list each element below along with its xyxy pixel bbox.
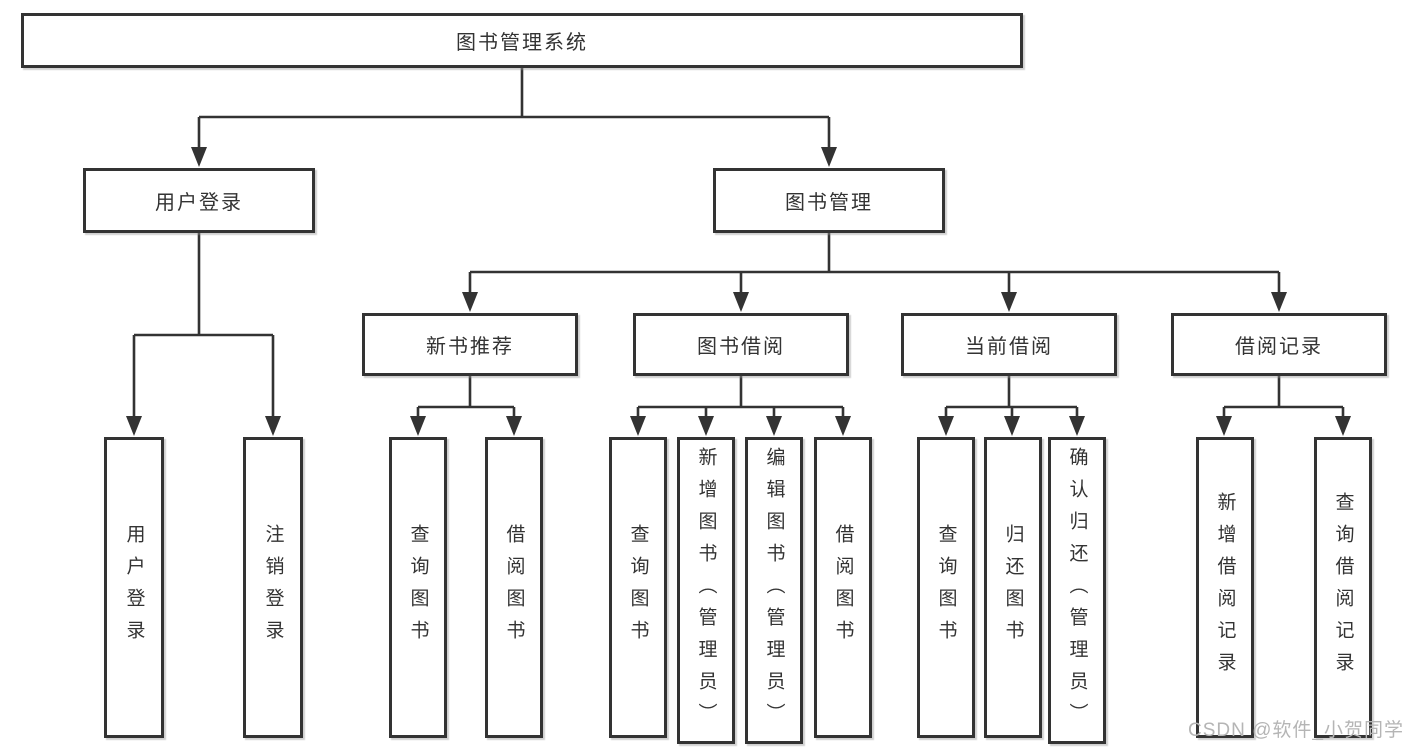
node-book-management-label: 图书管理: [785, 192, 873, 214]
leaf-newbook-borrow-book: 借阅图书: [485, 437, 543, 738]
leaf-user-login-label: 用户登录: [123, 523, 145, 652]
leaf-borrow-add-book-admin: 新增图书（管理员）: [677, 437, 735, 744]
leaf-newbook-query-book: 查询图书: [389, 437, 447, 738]
leaf-borrow-query-book-label: 查询图书: [627, 523, 649, 652]
leaf-newbook-borrow-book-label: 借阅图书: [503, 523, 525, 652]
connector-newbook-split: [416, 376, 516, 419]
leaf-current-query-book: 查询图书: [917, 437, 975, 738]
node-borrow-record: 借阅记录: [1171, 313, 1387, 376]
leaf-current-return-book-label: 归还图书: [1002, 523, 1024, 652]
connector-login-split: [132, 233, 275, 419]
leaf-borrow-add-book-admin-label: 新增图书（管理员）: [695, 446, 717, 735]
leaf-logout-label: 注销登录: [262, 523, 284, 652]
leaf-record-query-borrow-record-label: 查询借阅记录: [1332, 491, 1354, 684]
connector-current-split: [944, 376, 1079, 419]
leaf-current-return-book: 归还图书: [984, 437, 1042, 738]
connector-record-split: [1222, 376, 1345, 419]
node-current-borrow-label: 当前借阅: [965, 336, 1053, 358]
leaf-record-query-borrow-record: 查询借阅记录: [1314, 437, 1372, 738]
node-book-borrow: 图书借阅: [633, 313, 849, 376]
node-borrow-record-label: 借阅记录: [1235, 336, 1323, 358]
node-new-book-recommend-label: 新书推荐: [426, 336, 514, 358]
connector-lines: [132, 68, 1345, 419]
csdn-watermark: CSDN @软件_小贺同学: [1188, 720, 1404, 741]
leaf-borrow-edit-book-admin-label: 编辑图书（管理员）: [763, 446, 785, 735]
leaf-borrow-edit-book-admin: 编辑图书（管理员）: [745, 437, 803, 744]
leaf-current-confirm-return-admin: 确认归还（管理员）: [1048, 437, 1106, 744]
leaf-record-add-borrow-record-label: 新增借阅记录: [1214, 491, 1236, 684]
node-new-book-recommend: 新书推荐: [362, 313, 578, 376]
node-system-root-label: 图书管理系统: [456, 32, 588, 54]
leaf-borrow-borrow-book-label: 借阅图书: [832, 523, 854, 652]
leaf-current-query-book-label: 查询图书: [935, 523, 957, 652]
node-book-borrow-label: 图书借阅: [697, 336, 785, 358]
leaf-borrow-borrow-book: 借阅图书: [814, 437, 872, 738]
leaf-user-login: 用户登录: [104, 437, 164, 738]
leaf-logout: 注销登录: [243, 437, 303, 738]
leaf-borrow-query-book: 查询图书: [609, 437, 667, 738]
connector-root-split: [197, 68, 831, 150]
node-system-root: 图书管理系统: [21, 13, 1023, 68]
node-current-borrow: 当前借阅: [901, 313, 1117, 376]
connector-borrowmod-split: [636, 376, 845, 419]
node-book-management: 图书管理: [713, 168, 945, 233]
node-user-login: 用户登录: [83, 168, 315, 233]
leaf-record-add-borrow-record: 新增借阅记录: [1196, 437, 1254, 738]
arrowheads: [126, 147, 1351, 436]
leaf-newbook-query-book-label: 查询图书: [407, 523, 429, 652]
node-user-login-label: 用户登录: [155, 192, 243, 214]
leaf-current-confirm-return-admin-label: 确认归还（管理员）: [1066, 446, 1088, 735]
connector-mgmt-split: [468, 233, 1281, 294]
